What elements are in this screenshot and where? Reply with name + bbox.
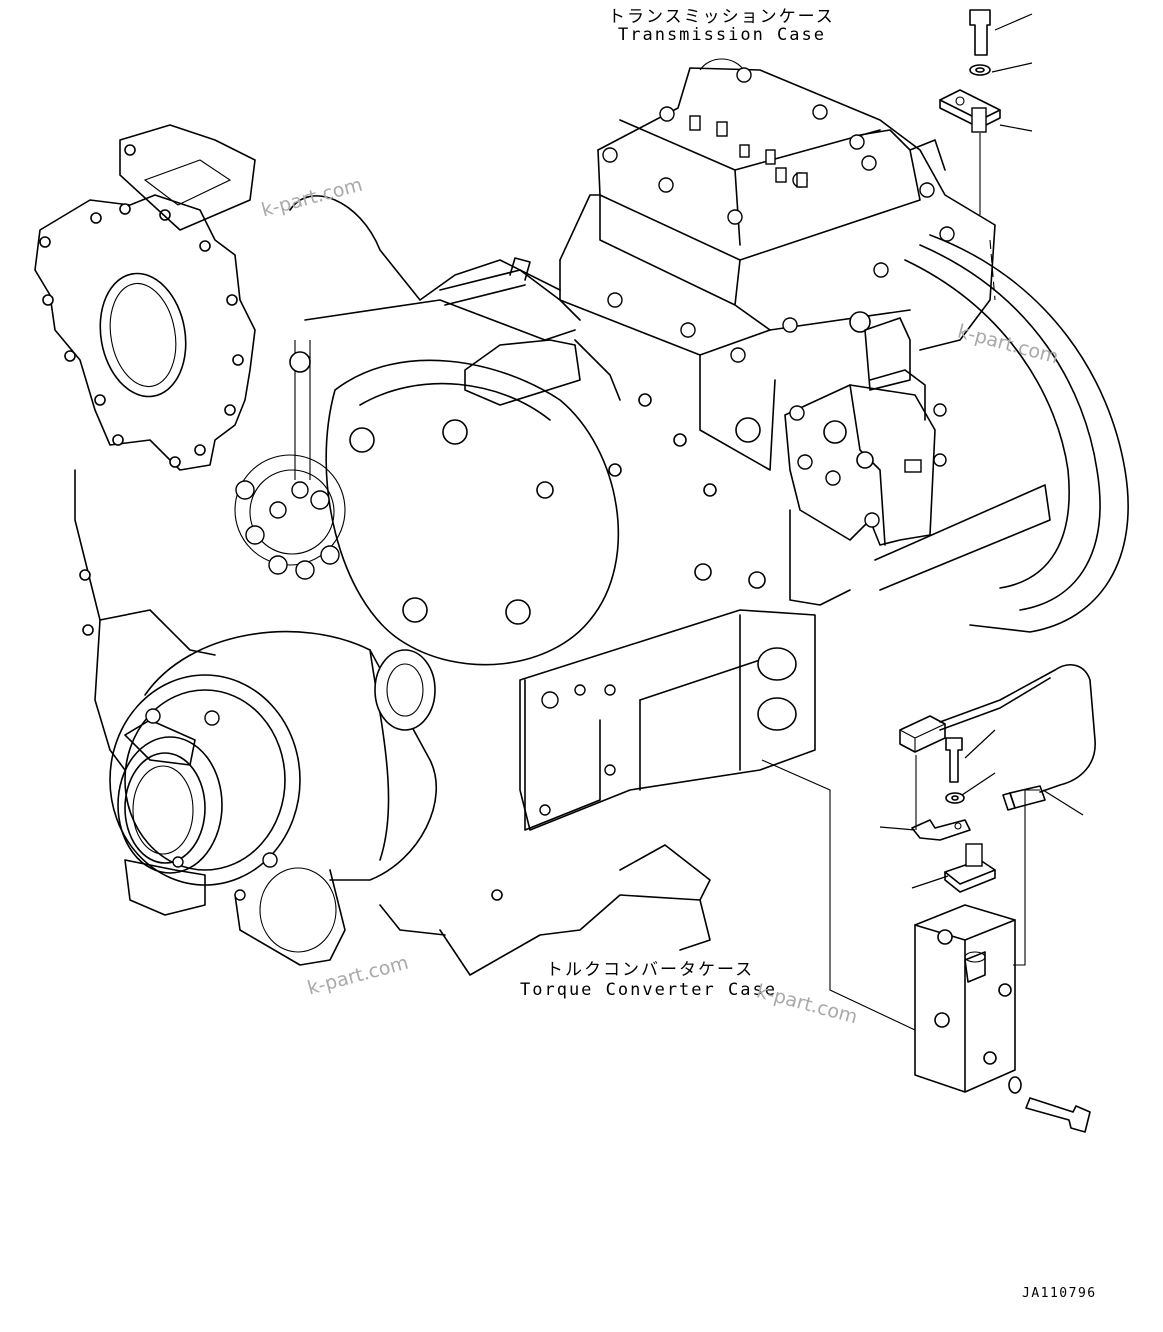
torque-converter-case-label-en: Torque Converter Case — [520, 980, 777, 1000]
torque-converter-case-label-jp: トルクコンバータケース — [546, 960, 755, 980]
transmission-case — [559, 58, 996, 471]
torque-converter-case — [109, 609, 816, 976]
frame-rail — [789, 234, 1129, 633]
control-valve — [784, 317, 947, 546]
sensor-assembly — [761, 664, 1096, 1133]
drawing-code: JA110796 — [1022, 1286, 1097, 1301]
main-case — [234, 195, 766, 666]
output-flange — [109, 674, 301, 916]
front-housing — [34, 124, 256, 771]
bracket-mount-top — [939, 9, 1033, 215]
transmission-case-label-jp: トランスミッションケース — [608, 7, 835, 27]
transmission-case-label-en: Transmission Case — [618, 25, 826, 45]
